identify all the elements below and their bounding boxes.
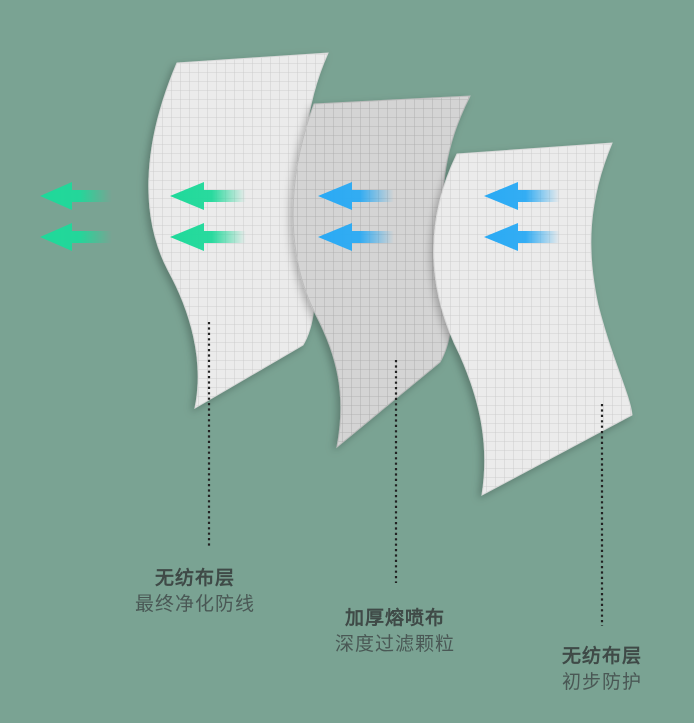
layer-subtitle: 最终净化防线 [134, 592, 255, 615]
layer-label-nonwoven-outer: 无纺布层 初步防护 [492, 644, 694, 695]
arrow-left-icon [318, 182, 394, 210]
layer-title: 无纺布层 [561, 645, 642, 667]
layer-title: 加厚熔喷布 [344, 607, 445, 629]
arrow-left-icon [484, 223, 560, 251]
arrow-left-icon [40, 223, 112, 251]
arrow-left-icon [170, 182, 246, 210]
arrow-left-icon [484, 182, 560, 210]
layer-subtitle: 初步防护 [561, 670, 642, 693]
sheet-nonwoven-outer [433, 142, 633, 496]
layer-label-nonwoven-inner: 无纺布层 最终净化防线 [85, 566, 305, 617]
layer-label-meltblown: 加厚熔喷布 深度过滤颗粒 [285, 606, 505, 657]
arrow-left-icon [318, 223, 394, 251]
arrow-left-icon [170, 223, 246, 251]
arrow-left-icon [40, 182, 112, 210]
layer-subtitle: 深度过滤颗粒 [334, 632, 455, 655]
layer-title: 无纺布层 [154, 567, 235, 589]
